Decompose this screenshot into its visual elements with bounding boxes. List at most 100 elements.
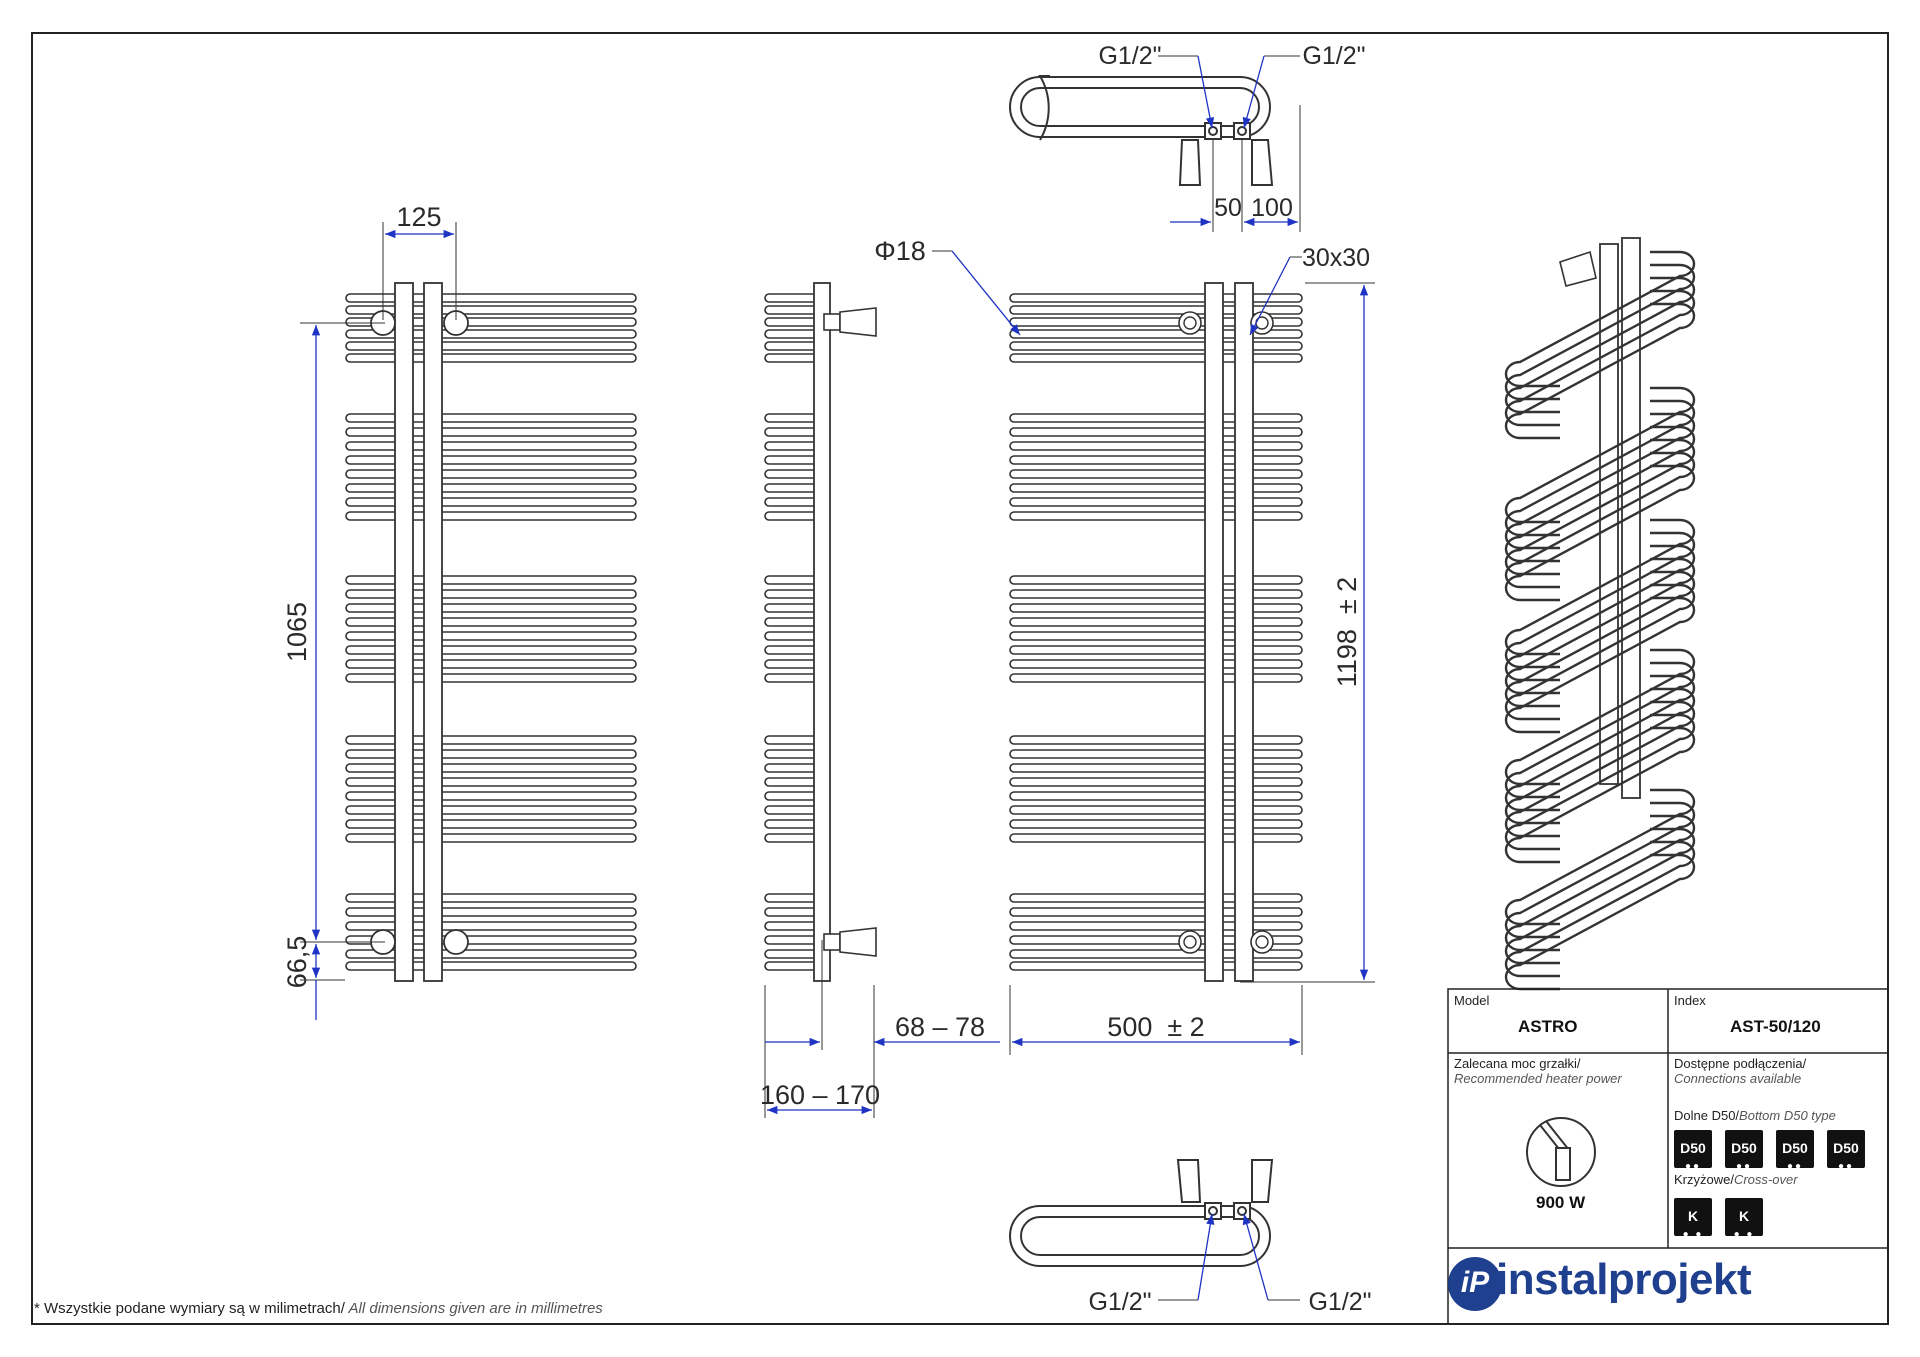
tube	[1504, 583, 1696, 721]
model-label: Model	[1454, 993, 1490, 1008]
tube	[345, 961, 637, 971]
tube	[1504, 399, 1696, 537]
tube	[345, 935, 637, 945]
tube	[345, 763, 637, 773]
connections-label: Dostępne podłączenia/ Connections availa…	[1674, 1056, 1806, 1086]
collector-bar	[1621, 237, 1641, 799]
tube	[1009, 659, 1303, 669]
thread-label-top-right: G1/2"	[1302, 42, 1365, 70]
tube	[1009, 805, 1303, 815]
tube	[1504, 713, 1696, 851]
collector-bar	[423, 282, 443, 982]
bottom-type-en: Bottom D50 type	[1739, 1108, 1836, 1123]
bottom-type-pl: Dolne D50/	[1674, 1108, 1740, 1123]
tube	[1504, 700, 1696, 838]
tube	[1009, 777, 1303, 787]
tube	[1009, 763, 1303, 773]
tube	[1009, 673, 1303, 683]
tube	[1009, 353, 1303, 363]
connection-badge-d50: D50●●	[1674, 1130, 1712, 1168]
connection-badge-d50: D50●●	[1827, 1130, 1865, 1168]
cross-type-en: Cross-over	[1733, 1172, 1798, 1187]
tube	[1504, 544, 1696, 682]
tube	[1504, 661, 1696, 799]
tube	[1009, 645, 1303, 655]
tube	[1009, 749, 1303, 759]
tube	[345, 907, 637, 917]
tube	[345, 413, 637, 423]
index-value: AST-50/120	[1730, 1017, 1821, 1036]
tube	[1009, 455, 1303, 465]
back-view	[1009, 282, 1303, 982]
connection-badge-d50: D50●●	[1776, 1130, 1814, 1168]
tube	[1504, 518, 1696, 656]
tube	[345, 497, 637, 507]
tube	[345, 483, 637, 493]
connection-port-inner	[1255, 935, 1269, 949]
tube	[1009, 497, 1303, 507]
tube	[1504, 250, 1696, 388]
tube	[345, 791, 637, 801]
tube	[1504, 412, 1696, 550]
dim-depth-range: 68 – 78	[895, 1012, 985, 1042]
tube	[1504, 596, 1696, 734]
tube	[345, 329, 637, 339]
tube	[345, 819, 637, 829]
tube	[345, 833, 637, 843]
tube	[1504, 302, 1696, 440]
bottom-type-label: Dolne D50/Bottom D50 type	[1674, 1108, 1836, 1123]
tube	[1009, 305, 1303, 315]
connection-badge-crossover: K● ●	[1725, 1198, 1763, 1236]
connection-port-inner	[1183, 316, 1197, 330]
footnote-en: All dimensions given are in millimetres	[344, 1300, 603, 1317]
thread-label-top-left: G1/2"	[1098, 42, 1161, 70]
valve-knob	[1559, 250, 1597, 287]
power-label-pl: Zalecana moc grzałki/	[1454, 1056, 1581, 1071]
tube	[1009, 791, 1303, 801]
tube	[1009, 469, 1303, 479]
tube	[1009, 427, 1303, 437]
tube	[1504, 674, 1696, 812]
connection-port	[1178, 311, 1202, 335]
drawing-frame	[31, 32, 1889, 1325]
tube	[1504, 801, 1696, 939]
collector-bar	[394, 282, 414, 982]
tube	[345, 893, 637, 903]
connection-port	[1250, 930, 1274, 954]
tube	[345, 735, 637, 745]
tube	[1504, 570, 1696, 708]
tube	[1009, 819, 1303, 829]
tube	[1504, 289, 1696, 427]
tube	[1504, 438, 1696, 576]
tube	[1504, 648, 1696, 786]
tube	[1009, 949, 1303, 959]
tube	[345, 659, 637, 669]
side-view	[764, 282, 877, 982]
tube	[1504, 531, 1696, 669]
tube	[345, 455, 637, 465]
thread-label-bottom-left: G1/2"	[1088, 1288, 1151, 1316]
index-label: Index	[1674, 993, 1706, 1008]
connection-port	[1250, 311, 1274, 335]
tube	[345, 341, 637, 351]
tube	[1009, 735, 1303, 745]
title-block	[1447, 988, 1889, 1325]
tube	[1504, 814, 1696, 952]
cross-type-label: Krzyżowe/Cross-over	[1674, 1172, 1798, 1187]
connections-label-en: Connections available	[1674, 1071, 1802, 1086]
tube	[345, 749, 637, 759]
tube	[345, 645, 637, 655]
tube	[1504, 853, 1696, 991]
tube	[1009, 907, 1303, 917]
heater-icon	[1526, 1117, 1596, 1187]
tube	[345, 575, 637, 585]
top-view	[1009, 75, 1274, 186]
tube	[1504, 386, 1696, 524]
tube	[1009, 329, 1303, 339]
tube	[345, 949, 637, 959]
tube	[345, 293, 637, 303]
tube	[345, 353, 637, 363]
tube	[1504, 425, 1696, 563]
valve-body	[823, 933, 841, 951]
